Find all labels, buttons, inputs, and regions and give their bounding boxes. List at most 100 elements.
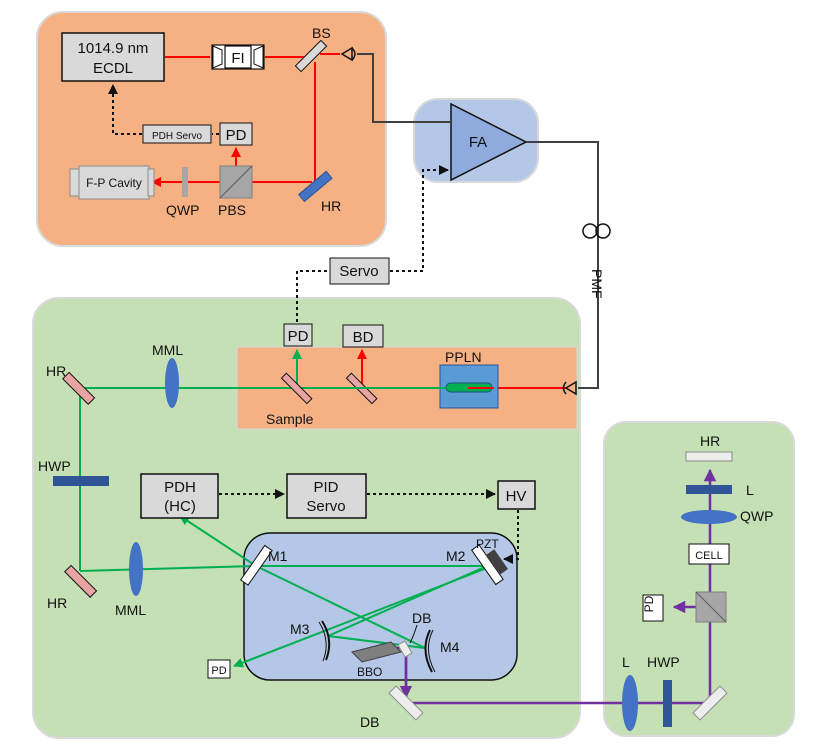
dashed-hv-to-pzt <box>503 510 519 564</box>
hv-box <box>497 480 536 510</box>
sample-label: Sample <box>266 411 314 427</box>
right-green-panel <box>603 421 795 737</box>
pdh-servo-box <box>142 124 212 144</box>
dashed-servo-to-ecdl <box>108 84 142 135</box>
pd-top-label: PD <box>226 127 247 144</box>
hr-main-top <box>62 371 96 405</box>
db-cavity-plate <box>397 640 413 658</box>
pd-right-label: PD <box>642 595 656 612</box>
pd-main-label: PD <box>288 328 309 345</box>
hr-right-label: HR <box>700 433 720 449</box>
hr-main-top-label: HR <box>46 363 66 379</box>
pid-servo-line2: Servo <box>306 498 345 515</box>
sample-plate <box>280 372 313 405</box>
bd-box <box>342 324 384 348</box>
hwp-main-plate <box>53 476 109 486</box>
fp-cavity: F-P Cavity <box>69 165 155 200</box>
db-cavity-label: DB <box>412 610 431 626</box>
uv-fold-mirror <box>692 685 728 721</box>
m4-curved-mirror <box>424 629 433 673</box>
pbs-label: PBS <box>218 202 246 218</box>
hr-top-mirror <box>297 170 333 203</box>
hv-label: HV <box>506 488 527 505</box>
pdh-hc-line2: (HC) <box>164 498 196 515</box>
fiber-coupler-top <box>340 46 356 62</box>
cell-box <box>688 543 730 565</box>
pid-servo-line1: PID <box>313 479 338 496</box>
l-top-label: L <box>746 482 754 498</box>
qwp-right-plate <box>681 510 737 524</box>
m1-mirror <box>239 544 273 586</box>
bd-label: BD <box>353 329 374 346</box>
fa-label: FA <box>469 134 487 151</box>
fi-label: FI <box>231 50 244 67</box>
pm-fiber-line <box>526 141 599 389</box>
pdh-hc-box <box>140 473 219 519</box>
hwp-main-label: HWP <box>38 458 71 474</box>
ecdl-label-line1: 1014.9 nm <box>78 40 149 57</box>
m4-label: M4 <box>440 639 460 655</box>
pd-main-box <box>283 323 313 347</box>
bbo-label: BBO <box>357 665 382 679</box>
qwp-top-label: QWP <box>166 202 199 218</box>
pzt-label: PZT <box>476 537 499 551</box>
green-beam-m1-m4 <box>255 565 426 649</box>
green-beam-m3-m4 <box>327 635 426 649</box>
hr-top-label: HR <box>321 198 341 214</box>
db-pointer <box>409 624 418 644</box>
m3-curved-mirror <box>321 620 331 661</box>
db-out-mirror <box>388 685 424 721</box>
l-top-lens <box>686 485 732 494</box>
green-beam-reflect-pdh <box>179 515 257 567</box>
pd-top-box <box>219 122 253 146</box>
dashed-pd-to-servo-main <box>296 270 329 322</box>
ecdl-laser-box <box>61 32 165 82</box>
m1-label: M1 <box>268 548 288 564</box>
bs-mirror <box>294 39 328 73</box>
m2-label: M2 <box>446 548 466 564</box>
cavity-enclosure <box>243 532 518 681</box>
bbo-crystal <box>351 641 402 663</box>
servo-box <box>329 257 390 285</box>
hr-main-bottom-label: HR <box>47 595 67 611</box>
hr-main-bottom <box>64 564 98 598</box>
pbs-right-cube <box>695 591 727 623</box>
mml-top-label: MML <box>152 342 183 358</box>
m3-label: M3 <box>290 621 310 637</box>
db-out-label: DB <box>360 714 379 730</box>
pd-small-label: PD <box>211 665 226 677</box>
pbs-cube <box>219 165 253 199</box>
fp-cavity-label: F-P Cavity <box>86 176 142 190</box>
mml-bottom-lens <box>129 542 143 596</box>
qwp-top-plate <box>182 167 188 197</box>
green-beam-to-m1 <box>79 565 257 572</box>
pdh-hc-line1: PDH <box>164 479 196 496</box>
servo-label: Servo <box>339 263 378 280</box>
hwp-right-plate <box>663 680 672 727</box>
pd-right-box <box>642 594 664 622</box>
qwp-right-label: QWP <box>740 508 773 524</box>
fiber-loop <box>582 223 611 239</box>
ppln-label: PPLN <box>445 349 482 365</box>
pmf-label: PMF <box>589 269 605 299</box>
hr-right-mirror <box>685 451 733 462</box>
green-beam-leak-pd <box>233 567 488 668</box>
faraday-isolator: FI <box>211 44 265 70</box>
hwp-right-label: HWP <box>647 654 680 670</box>
mml-bottom-label: MML <box>115 602 146 618</box>
bs-label: BS <box>312 25 331 41</box>
dashed-servo-to-amp <box>390 165 449 272</box>
fiber-to-amplifier <box>357 53 450 123</box>
ecdl-label-line2: ECDL <box>93 60 133 77</box>
fiber-coupler-ppln <box>562 380 577 396</box>
fiber-amplifier-triangle <box>450 102 528 182</box>
pdh-servo-label: PDH Servo <box>152 131 202 142</box>
pd-small-box <box>207 659 231 679</box>
pzt-actuator <box>486 549 508 575</box>
mml-top-lens <box>165 358 179 408</box>
pid-servo-box <box>286 473 367 519</box>
l-bottom-label: L <box>622 654 630 670</box>
l-bottom-lens <box>622 675 638 731</box>
cell-label: CELL <box>695 550 723 562</box>
